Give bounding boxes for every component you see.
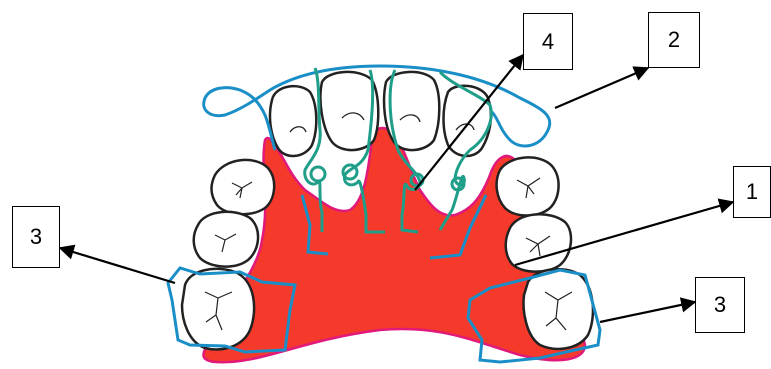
tooth: [182, 269, 254, 350]
label-box-3-right-text: 3: [714, 292, 726, 318]
arrow-to-box-2: [555, 68, 648, 108]
label-box-1: 1: [733, 166, 771, 218]
label-box-3-left-text: 3: [30, 224, 42, 250]
arrow-to-box-3-right: [600, 302, 695, 322]
label-box-3-right: 3: [695, 277, 745, 333]
tooth: [270, 86, 316, 156]
arrow-to-box-3-left: [60, 248, 175, 283]
tooth: [524, 269, 593, 349]
label-box-4: 4: [523, 13, 573, 70]
label-box-3-left: 3: [12, 206, 60, 268]
label-box-4-text: 4: [542, 29, 554, 55]
label-box-1-text: 1: [746, 179, 758, 205]
tooth: [506, 214, 571, 271]
label-box-2-text: 2: [668, 27, 680, 53]
label-box-2: 2: [648, 12, 700, 68]
